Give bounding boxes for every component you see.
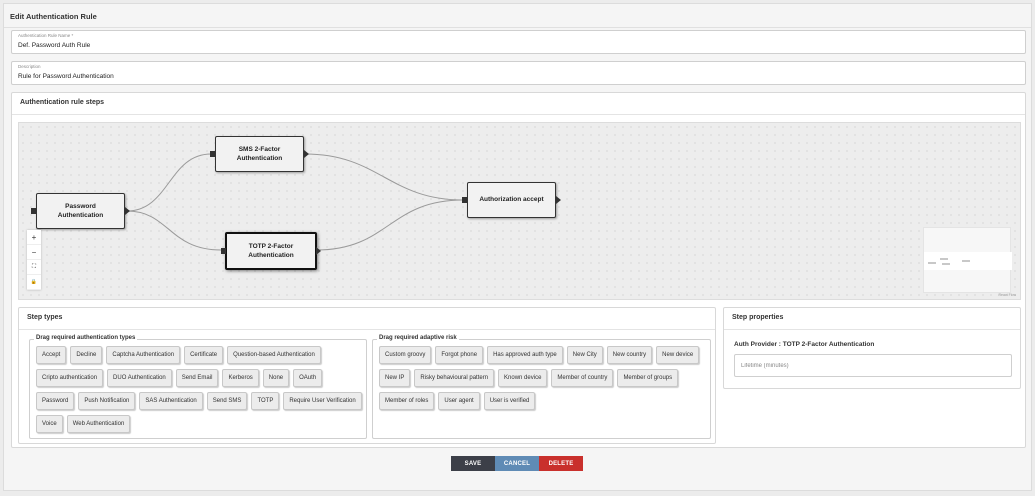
- panel-divider: [724, 329, 1020, 330]
- description-label: Description: [18, 64, 41, 69]
- save-button[interactable]: SAVE: [451, 456, 495, 471]
- step-type-chip[interactable]: Send Email: [175, 369, 219, 387]
- rule-name-field[interactable]: Authentication Rule Name * Def. Password…: [11, 30, 1026, 54]
- flow-attribution[interactable]: React Flow: [998, 293, 1016, 297]
- step-types-title: Step types: [27, 314, 63, 321]
- node-input-handle[interactable]: [210, 151, 215, 157]
- fit-view-icon[interactable]: ⛶: [27, 260, 41, 275]
- edit-rule-page: Edit Authentication Rule Authentication …: [3, 3, 1032, 491]
- node-output-handle[interactable]: [125, 207, 130, 215]
- node-sms-2fa[interactable]: SMS 2-Factor Authentication: [210, 136, 309, 172]
- step-type-chip[interactable]: Web Authentication: [66, 415, 131, 433]
- node-label: Password Authentication: [57, 202, 104, 219]
- edge-totp-accept: [315, 199, 464, 251]
- step-type-chip[interactable]: None: [262, 369, 290, 387]
- step-type-chip[interactable]: Captcha Authentication: [106, 346, 181, 364]
- step-type-chip[interactable]: TOTP: [251, 392, 280, 410]
- step-type-chip[interactable]: Custom groovy: [379, 346, 432, 364]
- step-type-chip[interactable]: Question-based Authentication: [227, 346, 321, 364]
- step-type-chip[interactable]: User is verified: [483, 392, 536, 410]
- step-type-chip[interactable]: Send SMS: [206, 392, 248, 410]
- cancel-button[interactable]: CANCEL: [495, 456, 539, 471]
- node-password-auth[interactable]: Password Authentication: [31, 193, 130, 229]
- panel-divider: [19, 329, 715, 330]
- step-type-chip[interactable]: Member of country: [551, 369, 614, 387]
- rule-name-label: Authentication Rule Name *: [18, 33, 74, 38]
- step-type-chip[interactable]: New IP: [379, 369, 411, 387]
- auth-provider-label: Auth Provider : TOTP 2-Factor Authentica…: [734, 341, 875, 348]
- step-type-chip[interactable]: Push Notification: [78, 392, 136, 410]
- risk-types-title: Drag required adaptive risk: [377, 335, 459, 341]
- step-type-chip[interactable]: Forgot phone: [435, 346, 484, 364]
- node-label: TOTP 2-Factor Authentication: [248, 242, 294, 259]
- step-type-chip[interactable]: OAuth: [293, 369, 323, 387]
- step-type-chip[interactable]: Voice: [36, 415, 63, 433]
- zoom-out-button[interactable]: −: [27, 245, 41, 260]
- delete-button[interactable]: DELETE: [539, 456, 583, 471]
- flow-minimap[interactable]: [923, 227, 1012, 293]
- description-field[interactable]: Description Rule for Password Authentica…: [11, 61, 1026, 85]
- node-authorization-accept[interactable]: Authorization accept: [462, 182, 561, 218]
- step-type-chip[interactable]: Certificate: [184, 346, 224, 364]
- action-buttons: SAVE CANCEL DELETE: [451, 456, 583, 471]
- flow-canvas[interactable]: Password Authentication SMS 2-Factor Aut…: [18, 122, 1021, 300]
- rule-steps-title: Authentication rule steps: [20, 99, 105, 106]
- step-type-chip[interactable]: Require User Verification: [283, 392, 362, 410]
- step-type-chip[interactable]: Has approved auth type: [487, 346, 563, 364]
- step-type-chip[interactable]: DUO Authentication: [107, 369, 172, 387]
- step-type-chip[interactable]: Risky behavioural pattern: [414, 369, 495, 387]
- zoom-in-button[interactable]: +: [27, 230, 41, 245]
- panel-divider: [12, 114, 1025, 115]
- step-type-chip[interactable]: Password: [36, 392, 75, 410]
- step-type-chip[interactable]: Decline: [70, 346, 103, 364]
- node-label: SMS 2-Factor Authentication: [236, 145, 283, 162]
- rule-name-value[interactable]: Def. Password Auth Rule: [18, 42, 91, 49]
- minimap-node: [940, 258, 948, 260]
- node-output-handle[interactable]: [316, 247, 321, 255]
- rule-steps-panel: Authentication rule steps Password Authe…: [11, 92, 1026, 448]
- description-value[interactable]: Rule for Password Authentication: [18, 73, 114, 80]
- flow-controls: + − ⛶ 🔒: [27, 230, 41, 290]
- node-output-handle[interactable]: [556, 196, 561, 204]
- step-type-chip[interactable]: Member of groups: [617, 369, 679, 387]
- page-title: Edit Authentication Rule: [10, 12, 97, 21]
- step-type-chip[interactable]: Known device: [498, 369, 548, 387]
- node-output-handle[interactable]: [304, 150, 309, 158]
- step-type-chip[interactable]: SAS Authentication: [139, 392, 203, 410]
- edge-password-totp: [126, 210, 222, 251]
- edge-password-sms: [126, 153, 212, 212]
- edge-sms-accept: [304, 153, 464, 201]
- risk-types-group: Drag required adaptive risk Custom groov…: [372, 335, 711, 439]
- step-types-panel: Step types Drag required authentication …: [18, 307, 716, 444]
- auth-types-title: Drag required authentication types: [34, 335, 138, 341]
- node-totp-2fa[interactable]: TOTP 2-Factor Authentication: [221, 232, 321, 270]
- step-type-chip[interactable]: New device: [656, 346, 700, 364]
- step-type-chip[interactable]: New City: [566, 346, 603, 364]
- node-label: Authorization accept: [479, 196, 544, 204]
- node-input-handle[interactable]: [221, 248, 226, 254]
- minimap-node: [962, 260, 970, 262]
- step-type-chip[interactable]: Member of roles: [379, 392, 435, 410]
- step-type-chip[interactable]: User agent: [438, 392, 480, 410]
- node-input-handle[interactable]: [31, 208, 36, 214]
- minimap-node: [942, 263, 950, 265]
- step-properties-panel: Step properties Auth Provider : TOTP 2-F…: [723, 307, 1021, 389]
- node-input-handle[interactable]: [462, 197, 467, 203]
- lock-icon[interactable]: 🔒: [27, 275, 41, 290]
- step-type-chip[interactable]: Kerberos: [222, 369, 259, 387]
- step-type-chip[interactable]: Cripto authentication: [36, 369, 104, 387]
- auth-types-group: Drag required authentication types Accep…: [29, 335, 367, 439]
- flow-edges: [126, 153, 464, 251]
- minimap-node: [928, 262, 936, 264]
- step-properties-title: Step properties: [732, 314, 784, 321]
- step-type-chip[interactable]: New country: [606, 346, 653, 364]
- lifetime-input[interactable]: [734, 354, 1012, 377]
- title-divider: [4, 27, 1031, 28]
- step-type-chip[interactable]: Accept: [36, 346, 67, 364]
